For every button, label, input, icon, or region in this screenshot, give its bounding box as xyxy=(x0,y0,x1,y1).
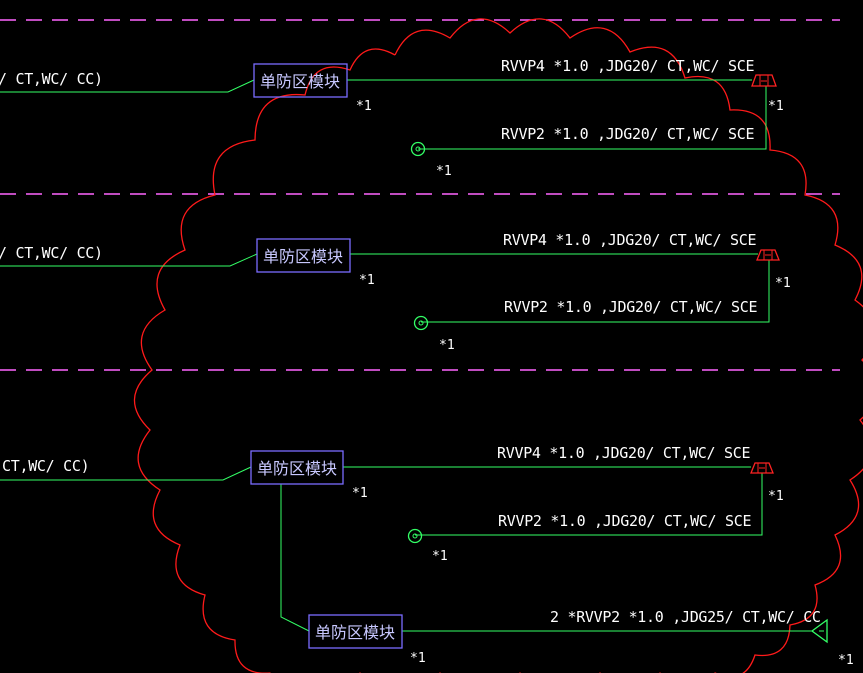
cable-label: RVVP2 *1.0 ,JDG20/ CT,WC/ SCE xyxy=(501,125,754,143)
feeder-wire xyxy=(0,79,255,93)
cable-label: RVVP2 *1.0 ,JDG20/ CT,WC/ SCE xyxy=(504,298,757,316)
cable-spec-fragment: / CT,WC/ CC) xyxy=(0,244,103,262)
wiring-group-1 xyxy=(0,63,767,150)
quantity-mark: *1 xyxy=(838,653,854,668)
zone-module-box[interactable] xyxy=(256,238,351,273)
cable-label: 2 *RVVP2 *1.0 ,JDG25/ CT,WC/ CC xyxy=(550,608,821,626)
sounder-icon[interactable] xyxy=(756,249,780,261)
zone-module-box[interactable] xyxy=(253,63,348,98)
feeder-wire xyxy=(0,253,258,267)
zone-module-label: 单防区模块 xyxy=(260,72,340,91)
quantity-mark: *1 xyxy=(775,276,791,291)
sounder-icon[interactable] xyxy=(751,74,777,87)
quantity-mark: *1 xyxy=(768,489,784,504)
speaker-icon[interactable] xyxy=(810,618,828,644)
detector-icon[interactable] xyxy=(407,528,423,544)
quantity-mark: *1 xyxy=(356,99,372,114)
zone-module-label: 单防区模块 xyxy=(257,459,337,478)
cable-spec-fragment: CT,WC/ CC) xyxy=(2,457,89,475)
quantity-mark: *1 xyxy=(436,164,452,179)
quantity-mark: *1 xyxy=(432,549,448,564)
revision-cloud xyxy=(133,18,863,673)
branch-wire xyxy=(280,484,310,632)
quantity-mark: *1 xyxy=(352,486,368,501)
sounder-icon[interactable] xyxy=(750,462,774,474)
quantity-mark: *1 xyxy=(439,338,455,353)
wiring-group-3 xyxy=(0,450,812,649)
zone-module-label: 单防区模块 xyxy=(315,623,395,642)
quantity-mark: *1 xyxy=(768,99,784,114)
detector-icon[interactable] xyxy=(410,141,426,157)
quantity-mark: *1 xyxy=(410,651,426,666)
cable-label: RVVP2 *1.0 ,JDG20/ CT,WC/ SCE xyxy=(498,512,751,530)
cable-label: RVVP4 *1.0 ,JDG20/ CT,WC/ SCE xyxy=(497,444,750,462)
quantity-mark: *1 xyxy=(359,273,375,288)
feeder-wire xyxy=(0,466,252,481)
wiring-group-2 xyxy=(0,238,770,323)
cable-label: RVVP4 *1.0 ,JDG20/ CT,WC/ SCE xyxy=(501,57,754,75)
cable-spec-fragment: / CT,WC/ CC) xyxy=(0,70,103,88)
detector-icon[interactable] xyxy=(413,315,429,331)
zone-module-box[interactable] xyxy=(308,614,403,649)
cable-run-rvvp2 xyxy=(418,86,767,150)
cable-label: RVVP4 *1.0 ,JDG20/ CT,WC/ SCE xyxy=(503,231,756,249)
cable-run-rvvp2 xyxy=(415,473,763,536)
zone-module-box[interactable] xyxy=(250,450,344,485)
zone-module-label: 单防区模块 xyxy=(263,247,343,266)
cable-run-rvvp2 xyxy=(421,260,770,323)
